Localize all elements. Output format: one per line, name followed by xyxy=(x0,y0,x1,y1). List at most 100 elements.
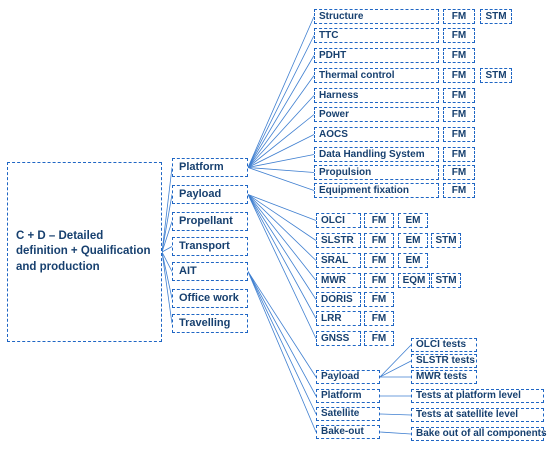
ait-item-label: Satellite xyxy=(321,408,360,419)
model-tag: FM xyxy=(443,183,475,198)
ait-item-label: Bake-out xyxy=(321,426,364,437)
platform-item: Data Handling System xyxy=(314,147,439,162)
category-propellant-label: Propellant xyxy=(179,215,233,227)
payload-link-2 xyxy=(247,194,317,261)
model-tag: STM xyxy=(480,68,512,83)
platform-link-3 xyxy=(247,75,315,168)
model-tag: FM xyxy=(364,233,394,248)
model-tag-label: FM xyxy=(451,29,467,41)
ait-item: Bake-out xyxy=(316,425,380,439)
payload-instrument: SRAL xyxy=(316,253,361,268)
payload-instrument: DORIS xyxy=(316,292,361,307)
platform-item: Harness xyxy=(314,88,439,103)
category-travelling: Travelling xyxy=(172,314,248,333)
ait-item-label: Platform xyxy=(321,390,362,401)
model-tag-label: FM xyxy=(371,293,387,305)
payload-link-0 xyxy=(247,194,317,221)
ait-test-label: SLSTR tests xyxy=(416,355,475,366)
ait-test-label: Bake out of all components xyxy=(416,428,547,439)
model-tag: FM xyxy=(443,9,475,24)
model-tag: FM xyxy=(443,165,475,180)
ait-test: OLCI tests xyxy=(411,338,477,352)
model-tag: FM xyxy=(364,292,394,307)
ait-test-link-3-0 xyxy=(379,431,412,435)
ait-test-link-0-1 xyxy=(379,360,412,378)
platform-item-label: Data Handling System xyxy=(319,148,425,160)
platform-item: Structure xyxy=(314,9,439,24)
model-tag-label: FM xyxy=(451,49,467,61)
root-link-2 xyxy=(161,221,173,253)
root-link-5 xyxy=(161,251,173,299)
root-label: C + D – Detailed definition + Qualificat… xyxy=(16,229,151,273)
category-payload: Payload xyxy=(172,185,248,204)
payload-instrument-label: GNSS xyxy=(321,332,350,344)
platform-link-2 xyxy=(247,55,315,168)
payload-instrument-label: OLCI xyxy=(321,214,345,226)
payload-instrument-label: SLSTR xyxy=(321,234,354,246)
platform-item: Power xyxy=(314,107,439,122)
root-link-4 xyxy=(161,251,173,272)
model-tag-label: STM xyxy=(485,10,507,22)
ait-item: Satellite xyxy=(316,407,380,421)
model-tag: STM xyxy=(431,273,461,288)
platform-link-5 xyxy=(247,114,315,168)
platform-item-label: AOCS xyxy=(319,128,348,140)
payload-link-6 xyxy=(247,194,317,339)
platform-item: Propulsion xyxy=(314,165,439,180)
category-transport: Transport xyxy=(172,237,248,256)
category-ait-label: AIT xyxy=(179,265,197,277)
platform-item-label: PDHT xyxy=(319,49,347,61)
model-tag: EM xyxy=(398,213,428,228)
model-tag: EQM xyxy=(398,273,430,288)
ait-link-2 xyxy=(247,271,317,415)
platform-item: PDHT xyxy=(314,48,439,63)
root-node: C + D – Detailed definition + Qualificat… xyxy=(7,162,162,342)
model-tag-label: FM xyxy=(451,108,467,120)
payload-instrument-label: MWR xyxy=(321,274,346,286)
category-platform: Platform xyxy=(172,158,248,177)
model-tag: FM xyxy=(364,213,394,228)
model-tag: FM xyxy=(443,28,475,43)
ait-item-label: Payload xyxy=(321,371,360,382)
payload-instrument: OLCI xyxy=(316,213,361,228)
payload-instrument: LRR xyxy=(316,311,361,326)
root-link-1 xyxy=(161,194,173,253)
model-tag-label: FM xyxy=(451,166,467,178)
platform-item-label: Harness xyxy=(319,89,359,101)
ait-test-label: Tests at platform level xyxy=(416,390,521,401)
model-tag-label: FM xyxy=(371,234,387,246)
platform-item-label: Thermal control xyxy=(319,69,395,81)
platform-item: TTC xyxy=(314,28,439,43)
platform-item: Thermal control xyxy=(314,68,439,83)
platform-link-4 xyxy=(247,95,315,168)
ait-item: Payload xyxy=(316,370,380,384)
model-tag-label: FM xyxy=(371,274,387,286)
payload-instrument-label: SRAL xyxy=(321,254,349,266)
model-tag: EM xyxy=(398,253,428,268)
platform-link-0 xyxy=(247,16,315,168)
ait-link-3 xyxy=(247,271,317,433)
payload-instrument: SLSTR xyxy=(316,233,361,248)
ait-test: Tests at satellite level xyxy=(411,408,544,422)
category-propellant: Propellant xyxy=(172,212,248,231)
model-tag: FM xyxy=(443,88,475,103)
category-office-work-label: Office work xyxy=(179,292,239,304)
category-office-work: Office work xyxy=(172,289,248,308)
model-tag: FM xyxy=(443,147,475,162)
model-tag-label: FM xyxy=(371,214,387,226)
model-tag-label: FM xyxy=(451,184,467,196)
model-tag-label: STM xyxy=(435,274,457,286)
model-tag-label: FM xyxy=(451,148,467,160)
ait-test: Tests at platform level xyxy=(411,389,544,403)
root-link-6 xyxy=(161,251,173,324)
root-link-0 xyxy=(161,167,173,253)
ait-link-0 xyxy=(247,271,317,378)
platform-item-label: Propulsion xyxy=(319,166,372,178)
category-transport-label: Transport xyxy=(179,240,230,252)
model-tag-label: EM xyxy=(405,254,421,266)
payload-instrument: MWR xyxy=(316,273,361,288)
model-tag: STM xyxy=(480,9,512,24)
ait-test-link-0-0 xyxy=(379,344,412,378)
